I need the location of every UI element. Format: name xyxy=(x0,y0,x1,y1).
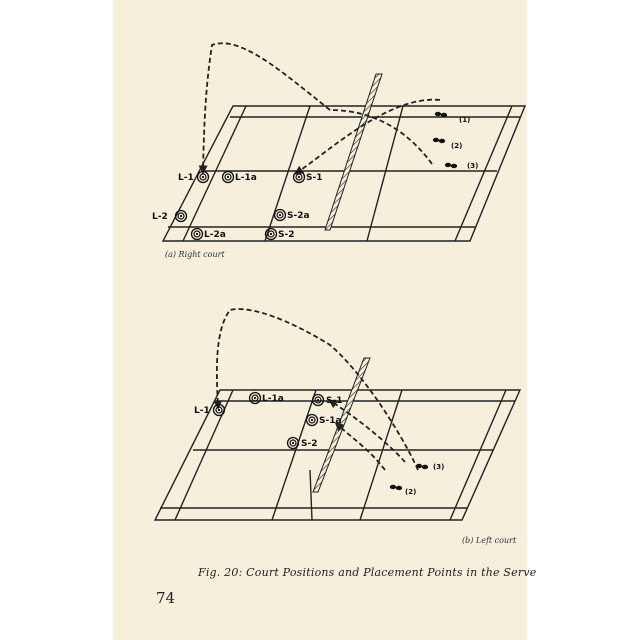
label-s1: S-1 xyxy=(326,396,342,406)
footprint-icon xyxy=(389,484,403,491)
label-l2: L-2 xyxy=(152,212,168,222)
net xyxy=(324,73,383,231)
position-marker-icon xyxy=(196,170,210,184)
position-marker-icon xyxy=(305,413,319,427)
footprint-label: (3) xyxy=(467,162,478,170)
label-l1: L-1 xyxy=(178,173,194,183)
footprint-label: (2) xyxy=(405,488,416,496)
right-court-diagram: L-1 L-1a S-1 L-2 S-2a L-2a S-2 (1) (2) (… xyxy=(152,42,527,242)
figure-caption: Fig. 20: Court Positions and Placement P… xyxy=(198,566,537,579)
left-court-positions: L-1 L-1a S-1 S-1a S-2 xyxy=(194,391,342,450)
position-marker-icon xyxy=(273,208,287,222)
label-s1a: S-1a xyxy=(319,416,342,426)
left-court-caption: (b) Left court xyxy=(462,536,517,545)
label-s2: S-2 xyxy=(301,439,317,449)
position-marker-icon xyxy=(174,209,188,223)
label-s2: S-2 xyxy=(278,230,294,240)
left-court-footprints: (3) (2) xyxy=(389,463,444,496)
footprint-icon xyxy=(444,162,458,169)
label-l2a: L-2a xyxy=(204,230,226,240)
right-court-positions: L-1 L-1a S-1 L-2 S-2a L-2a S-2 xyxy=(152,170,322,241)
footprint-label: (3) xyxy=(433,463,444,471)
left-court-diagram: L-1 L-1a S-1 S-1a S-2 (3) (2) xyxy=(153,308,522,521)
right-court-footprints: (1) (2) (3) xyxy=(432,111,478,170)
position-marker-icon xyxy=(286,436,300,450)
footprint-icon xyxy=(432,137,446,144)
label-s1: S-1 xyxy=(306,173,322,183)
label-l1: L-1 xyxy=(194,406,210,416)
footprint-label: (1) xyxy=(459,116,470,124)
page-number: 74 xyxy=(156,589,176,607)
position-marker-icon xyxy=(212,403,226,417)
label-l1a: L-1a xyxy=(235,173,257,183)
position-marker-icon xyxy=(248,391,262,405)
footprint-label: (2) xyxy=(451,142,462,150)
position-marker-icon xyxy=(221,170,235,184)
label-s2a: S-2a xyxy=(287,211,310,221)
right-court-caption: (a) Right court xyxy=(165,250,225,259)
position-marker-icon xyxy=(292,170,306,184)
position-marker-icon xyxy=(190,227,204,241)
position-marker-icon xyxy=(311,393,325,407)
label-l1a: L-1a xyxy=(262,394,284,404)
